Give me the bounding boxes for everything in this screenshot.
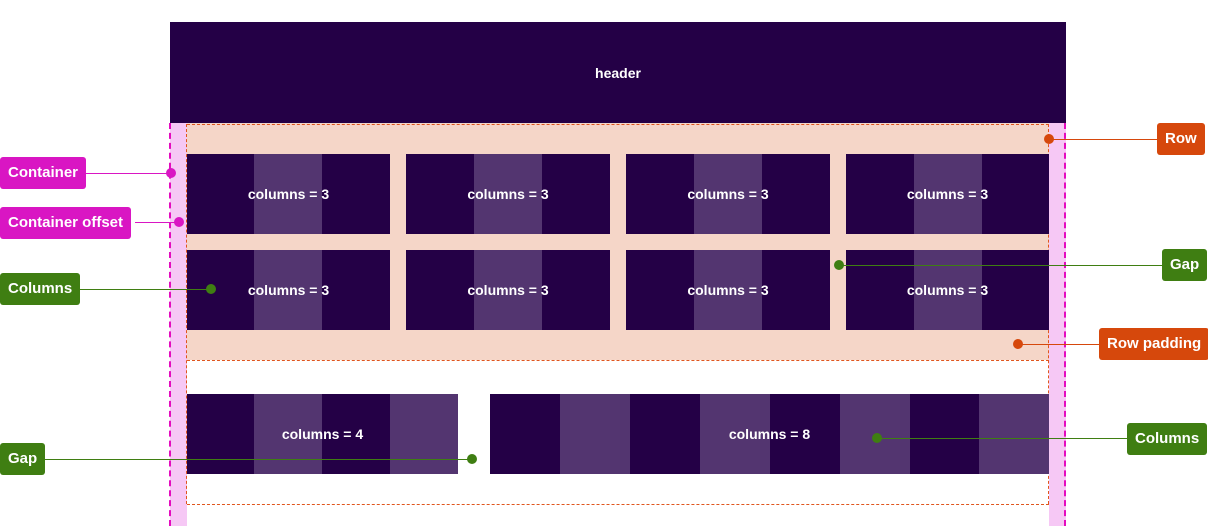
header-label: header <box>595 64 641 81</box>
cell-label: columns = 3 <box>247 282 330 298</box>
columns-right-callout: Columns <box>1127 423 1208 455</box>
container-offset-right <box>1049 123 1066 526</box>
cell-label: columns = 3 <box>467 282 549 298</box>
grid-cell: columns = 3 <box>187 250 390 330</box>
column-stripe <box>390 394 458 474</box>
container-offset-leader-line <box>135 222 179 223</box>
cell-label: columns = 3 <box>687 282 769 298</box>
gap-left-callout: Gap <box>0 443 46 475</box>
container-edge-right <box>1064 123 1066 526</box>
cell-label: columns = 4 <box>281 426 364 442</box>
row-outline-bottom <box>187 504 1049 505</box>
row-padding-dot <box>1013 339 1023 349</box>
column-stripe <box>254 154 322 234</box>
row-outline-mid <box>187 360 1049 361</box>
cell-label: columns = 3 <box>906 186 989 202</box>
grid-cell: columns = 3 <box>846 250 1049 330</box>
container-edge-left <box>169 123 171 526</box>
grid-cell: columns = 3 <box>406 250 610 330</box>
container-offset-left <box>170 123 187 526</box>
column-stripe <box>700 394 770 474</box>
column-stripe <box>694 250 762 330</box>
grid-cell: columns = 3 <box>406 154 610 234</box>
cell-label: columns = 3 <box>906 282 989 298</box>
header-block: header <box>170 22 1066 123</box>
grid-cell: columns = 3 <box>846 154 1049 234</box>
gap-right-callout: Gap <box>1162 249 1208 281</box>
container-callout: Container <box>0 157 87 189</box>
container-offset-callout: Container offset <box>0 207 132 239</box>
cell-label: columns = 8 <box>728 426 811 442</box>
row-outline-left <box>186 124 187 504</box>
grid-cell: columns = 3 <box>187 154 390 234</box>
column-stripe <box>979 394 1049 474</box>
grid-cell: columns = 3 <box>626 154 830 234</box>
grid-cell: columns = 3 <box>626 250 830 330</box>
gap-left-leader-line <box>45 459 472 460</box>
row-outline-top <box>187 124 1049 125</box>
grid-cell: columns = 8 <box>490 394 1049 474</box>
grid-cell: columns = 4 <box>187 394 458 474</box>
column-stripe <box>474 154 542 234</box>
columns-left-callout: Columns <box>0 273 81 305</box>
columns-left-leader-line <box>79 289 211 290</box>
column-stripe <box>254 250 322 330</box>
row-leader-line <box>1049 139 1157 140</box>
column-stripe <box>474 250 542 330</box>
columns-right-leader-line <box>877 438 1128 439</box>
gap-right-dot <box>834 260 844 270</box>
container-offset-dot <box>174 217 184 227</box>
cell-label: columns = 3 <box>467 186 549 202</box>
cell-label: columns = 3 <box>247 186 330 202</box>
columns-right-dot <box>872 433 882 443</box>
column-stripe <box>254 394 322 474</box>
container-leader-line <box>86 173 171 174</box>
gap-right-leader-line <box>839 265 1162 266</box>
row-padding-leader-line <box>1018 344 1099 345</box>
columns-left-dot <box>206 284 216 294</box>
row-dot <box>1044 134 1054 144</box>
container-dot <box>166 168 176 178</box>
row-callout: Row <box>1157 123 1205 155</box>
cell-label: columns = 3 <box>687 186 769 202</box>
column-stripe <box>694 154 762 234</box>
column-stripe <box>560 394 630 474</box>
column-stripe <box>914 154 982 234</box>
gap-left-dot <box>467 454 477 464</box>
column-stripe <box>914 250 982 330</box>
row-padding-callout: Row padding <box>1099 328 1208 360</box>
